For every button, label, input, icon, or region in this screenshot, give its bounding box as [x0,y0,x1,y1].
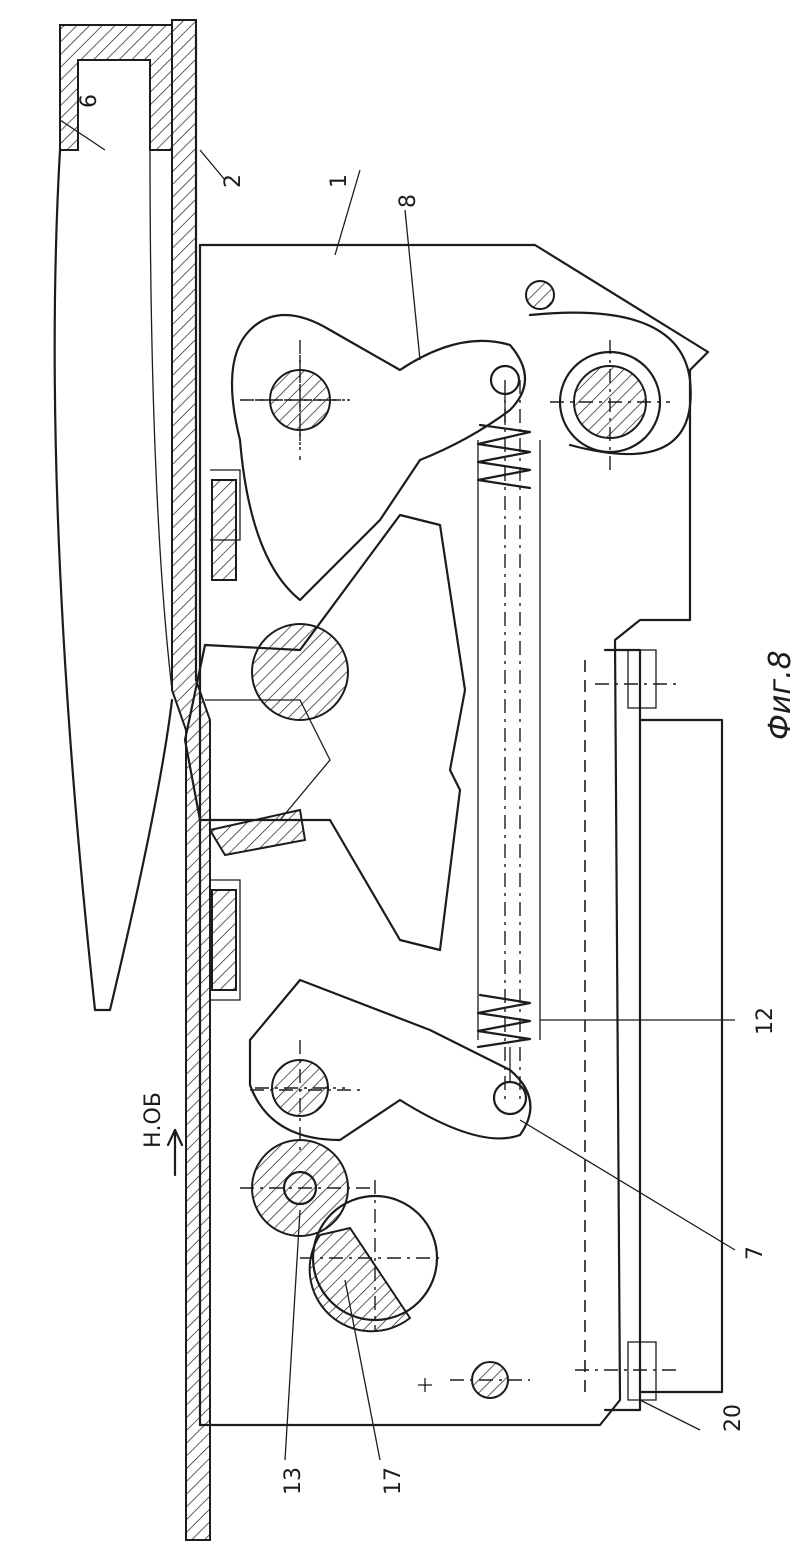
roller-13 [240,624,370,1236]
direction-arrow [168,1130,182,1175]
label-6: 6 [77,94,102,108]
rail-plate [172,20,210,1540]
profile-beam [55,25,172,1010]
label-17: 17 [381,1467,406,1495]
direction-label: Н.ОБ [141,1092,166,1148]
label-12: 12 [753,1007,778,1035]
base-plate [575,650,722,1410]
rail-detail [210,470,240,1000]
hinge-roller [526,281,691,470]
label-20: 20 [721,1404,746,1432]
label-2: 2 [221,174,246,188]
label-7: 7 [743,1246,768,1260]
label-8: 8 [396,194,421,208]
label-13: 13 [281,1467,306,1495]
lower-pivot [255,1060,345,1116]
upper-lever [232,315,525,600]
figure-caption: Фиг.8 [763,650,798,740]
label-1: 1 [327,174,352,188]
lower-spring [478,995,530,1114]
small-bolt [418,1362,530,1398]
